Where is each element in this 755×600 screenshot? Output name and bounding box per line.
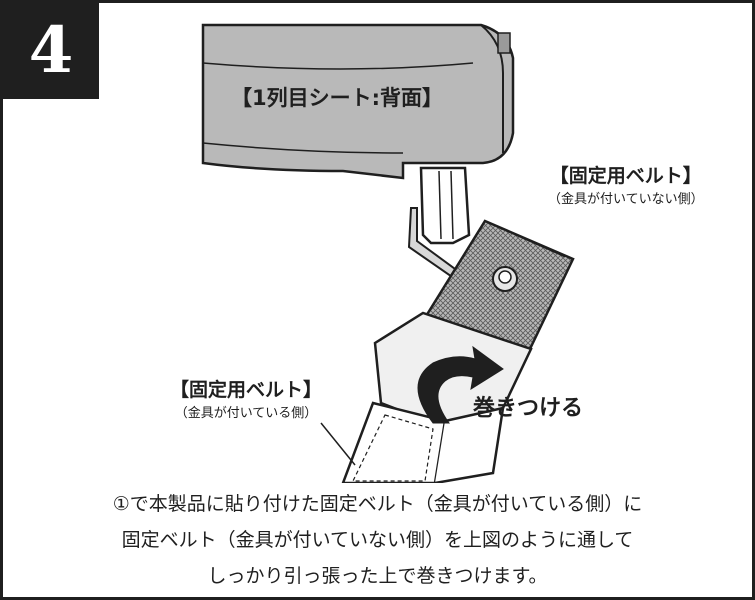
step-number-badge: 4 (3, 3, 99, 99)
belt-left-label: 【固定用ベルト】 （金具が付いている側） (170, 375, 322, 421)
belt-left-title: 【固定用ベルト】 (170, 379, 323, 401)
instruction-line: 固定ベルト（金具が付いていない側）を上図のように通して (121, 529, 634, 551)
seat-mount (419, 166, 471, 245)
belt-right-label: 【固定用ベルト】 （金具が付いていない側） (548, 161, 704, 207)
instruction-line: しっかり引っ張った上で巻きつけます。 (207, 565, 548, 587)
belt-left-strap (341, 401, 447, 483)
wrap-label: 巻きつける (473, 396, 584, 421)
installation-illustration (201, 23, 575, 483)
belt-right-subtitle: （金具が付いていない側） (548, 192, 704, 207)
instruction-text: ①で本製品に貼り付けた固定ベルト（金具が付いている側）に 固定ベルト（金具が付い… (3, 486, 752, 594)
leader-line (320, 422, 356, 466)
belt-left-subtitle: （金具が付いている側） (174, 406, 318, 421)
instruction-line: ①で本製品に貼り付けた固定ベルト（金具が付いている側）に (112, 493, 643, 515)
wrap-arrow-icon (417, 345, 504, 424)
belt-right-title: 【固定用ベルト】 (549, 165, 702, 187)
seat-label: 【1列目シート:背面】 (231, 86, 444, 110)
